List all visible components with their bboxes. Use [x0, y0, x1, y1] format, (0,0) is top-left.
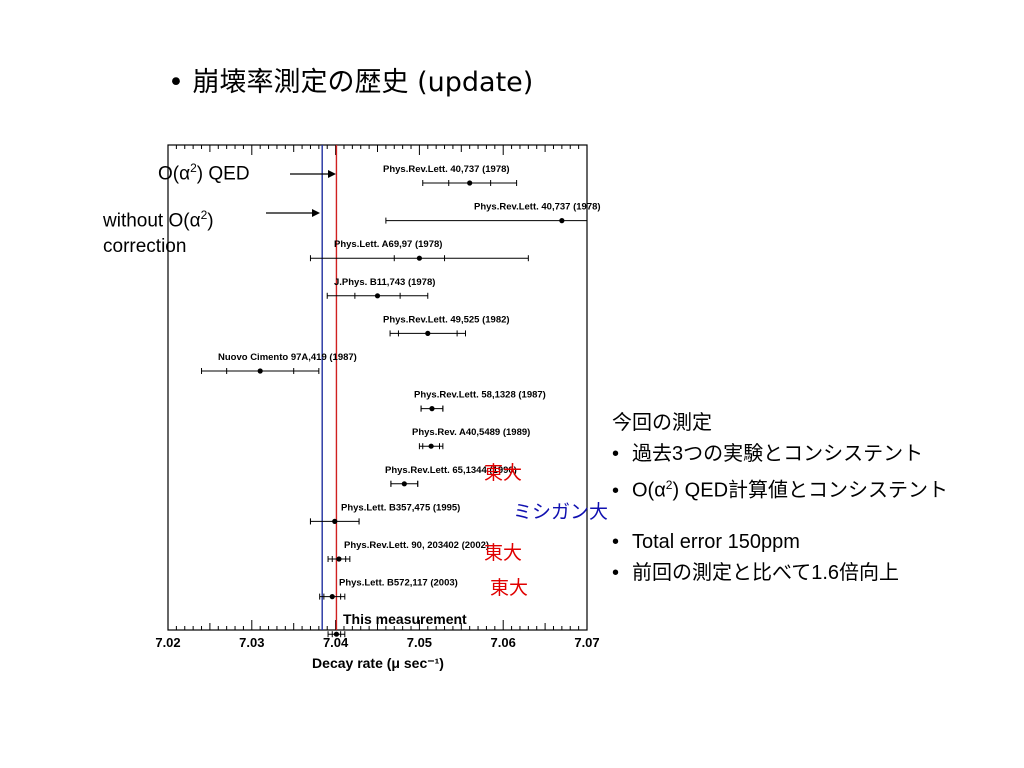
note-item: •過去3つの実験とコンシステント: [612, 443, 924, 465]
tag-todai-this: 東大: [490, 577, 529, 599]
qed-annotation: O(α2) QED: [158, 161, 250, 185]
point-label: Phys.Rev.Lett. 90, 203402 (2002): [344, 540, 489, 551]
x-tick-label: 7.06: [491, 635, 516, 650]
spacer: [612, 507, 948, 527]
data-point: [429, 406, 435, 412]
point-label: Nuovo Cimento 97A,419 (1987): [218, 352, 357, 363]
point-label: J.Phys. B11,743 (1978): [334, 277, 435, 288]
data-point: [401, 481, 407, 487]
title-bullet: •: [168, 67, 184, 98]
point-label: Phys.Rev.Lett. 49,525 (1982): [383, 314, 510, 325]
data-point: [559, 218, 565, 224]
data-point: [332, 518, 338, 525]
qed-arrowhead: [328, 170, 336, 178]
note-item: •前回の測定と比べて1.6倍向上: [612, 561, 900, 584]
notes-panel: 今回の測定 •過去3つの実験とコンシステント •O(α2) QED計算値とコンシ…: [612, 408, 948, 589]
point-label: Phys.Rev. A40,5489 (1989): [412, 427, 530, 438]
data-point: [416, 255, 422, 261]
slide-title: • 崩壊率測定の歴史 (update): [168, 60, 533, 99]
data-point: [374, 293, 381, 299]
tag-todai-1995: 東大: [484, 462, 523, 484]
point-label: Phys.Rev.Lett. 40,737 (1978): [474, 202, 601, 213]
data-point: [428, 443, 434, 449]
note-item: •O(α2) QED計算値とコンシステント: [612, 478, 949, 502]
x-tick-label: 7.07: [574, 635, 599, 650]
plot-frame: [167, 144, 588, 631]
x-axis-label: Decay rate (μ sec⁻¹): [312, 655, 444, 671]
data-point: [336, 556, 342, 562]
point-label: Phys.Lett. A69,97 (1978): [334, 239, 442, 250]
tag-todai-2003: 東大: [484, 542, 523, 564]
point-label: Phys.Lett. B357,475 (1995): [341, 502, 460, 513]
without-correction-annotation: without O(α2)correction: [103, 208, 214, 258]
data-point: [425, 330, 431, 336]
x-tick-label: 7.02: [155, 635, 180, 650]
point-label: Phys.Rev.Lett. 65,1344 (1990): [385, 465, 517, 476]
point-label: Phys.Rev.Lett. 58,1328 (1987): [414, 390, 546, 401]
note-item: •Total error 150ppm: [612, 530, 800, 553]
data-point: [329, 594, 335, 600]
notes-heading: 今回の測定: [612, 412, 712, 434]
x-tick-label: 7.05: [407, 635, 432, 650]
data-point: [257, 368, 263, 374]
title-text: 崩壊率測定の歴史 (update): [192, 67, 534, 98]
without-arrowhead: [312, 209, 320, 217]
point-label: Phys.Lett. B572,117 (2003): [339, 578, 458, 589]
x-tick-label: 7.04: [323, 635, 349, 650]
tag-michigan-2002: ミシガン大: [513, 501, 609, 523]
x-tick-label: 7.03: [239, 635, 264, 650]
point-label: Phys.Rev.Lett. 40,737 (1978): [383, 164, 510, 175]
data-point: [467, 180, 473, 186]
data-point: [333, 631, 340, 637]
point-label: This measurement: [343, 611, 467, 627]
